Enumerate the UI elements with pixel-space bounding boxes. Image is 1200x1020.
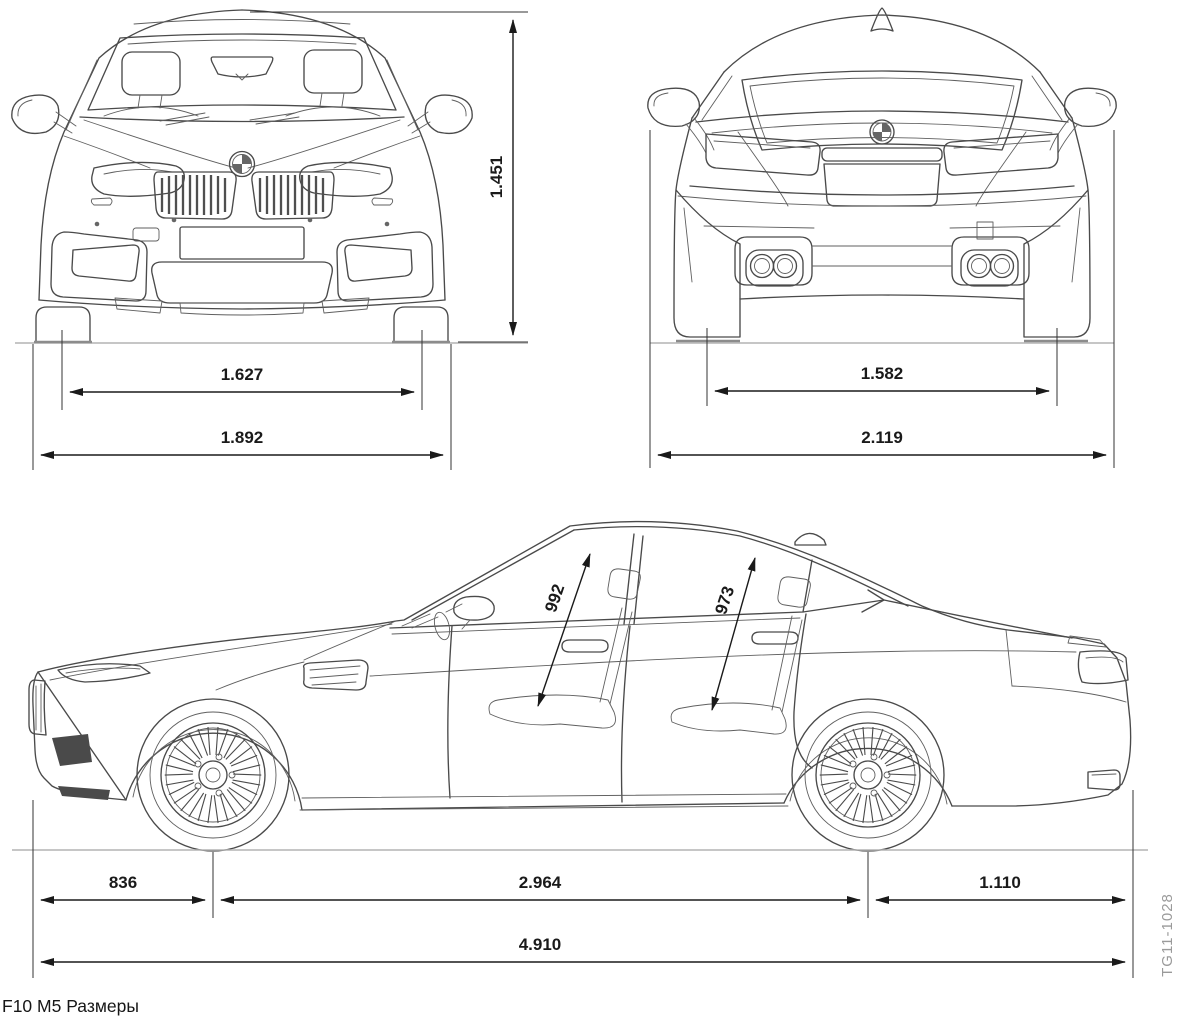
side-dimensions: 992 973 836 2.964 1.110 4.910 [32, 553, 1134, 978]
dim-front-overhang: 836 [109, 873, 137, 892]
dim-rear-aperture: 973 [711, 584, 738, 617]
bmw-roundel-front [228, 150, 256, 178]
front-wheel [136, 698, 290, 852]
rear-wheel [791, 698, 945, 852]
rear-dimensions: 1.582 2.119 [649, 130, 1115, 468]
license-recess-rear [823, 163, 941, 207]
front-dimensions: 1.451 1.627 1.892 [32, 11, 528, 470]
rear-bumper-exhaust [673, 189, 1091, 338]
rear-view-drawing: 1.582 2.119 [647, 7, 1117, 468]
dim-front-track: 1.627 [221, 365, 264, 384]
dim-overall-length: 4.910 [519, 935, 562, 954]
front-lights-grille [90, 150, 394, 260]
side-car-body [28, 520, 1132, 811]
antenna-fin-side [794, 532, 827, 546]
page-caption: F10 M5 Размеры [2, 996, 139, 1016]
front-car-body [11, 9, 473, 310]
side-interior [433, 568, 811, 735]
dim-front-height: 1.451 [487, 156, 506, 199]
dim-rear-width: 2.119 [861, 428, 903, 447]
dim-front-aperture: 992 [541, 582, 568, 615]
bmw-roundel-rear [869, 119, 895, 145]
drawing-code: TG11-1028 [1159, 893, 1176, 977]
rear-car-body [647, 7, 1117, 207]
front-view-drawing: 1.451 1.627 1.892 [11, 9, 528, 470]
dim-wheelbase: 2.964 [519, 873, 562, 892]
side-wheels [136, 698, 945, 852]
rear-lights-trunk [677, 119, 1087, 229]
antenna-fin [870, 7, 894, 32]
front-bumper [35, 231, 449, 342]
license-plate-front [179, 226, 305, 260]
dim-front-width: 1.892 [221, 428, 264, 447]
dim-rear-track: 1.582 [861, 364, 904, 383]
dim-rear-overhang: 1.110 [979, 873, 1021, 892]
side-view-drawing: 992 973 836 2.964 1.110 4.910 F10 M5 Раз… [2, 520, 1176, 1016]
